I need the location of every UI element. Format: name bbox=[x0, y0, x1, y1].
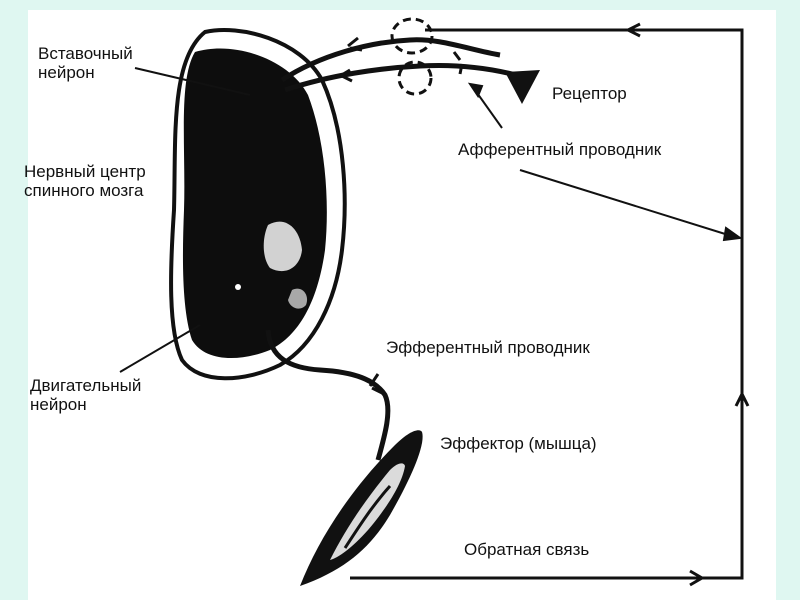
spinal-cord-center bbox=[169, 28, 347, 381]
receptor-icon bbox=[505, 70, 540, 104]
label-receptor: Рецептор bbox=[552, 84, 627, 103]
label-nerve-center: Нервный центр спинного мозга bbox=[24, 162, 146, 200]
label-afferent: Афферентный проводник bbox=[458, 140, 662, 159]
effector-muscle bbox=[300, 430, 423, 586]
label-efferent: Эфферентный проводник bbox=[386, 338, 590, 357]
label-feedback: Обратная связь bbox=[464, 540, 590, 559]
afferent-pathway bbox=[280, 36, 521, 93]
leader-lines bbox=[119, 67, 743, 373]
feedback-loop bbox=[350, 22, 750, 587]
label-motor-neuron: Двигательный нейрон bbox=[30, 376, 142, 414]
synapse-markers bbox=[390, 17, 434, 96]
efferent-pathway bbox=[265, 329, 391, 461]
label-effector: Эффектор (мышца) bbox=[440, 434, 597, 453]
label-interneuron: Вставочный нейрон bbox=[38, 44, 133, 82]
diagram-panel bbox=[28, 10, 776, 600]
